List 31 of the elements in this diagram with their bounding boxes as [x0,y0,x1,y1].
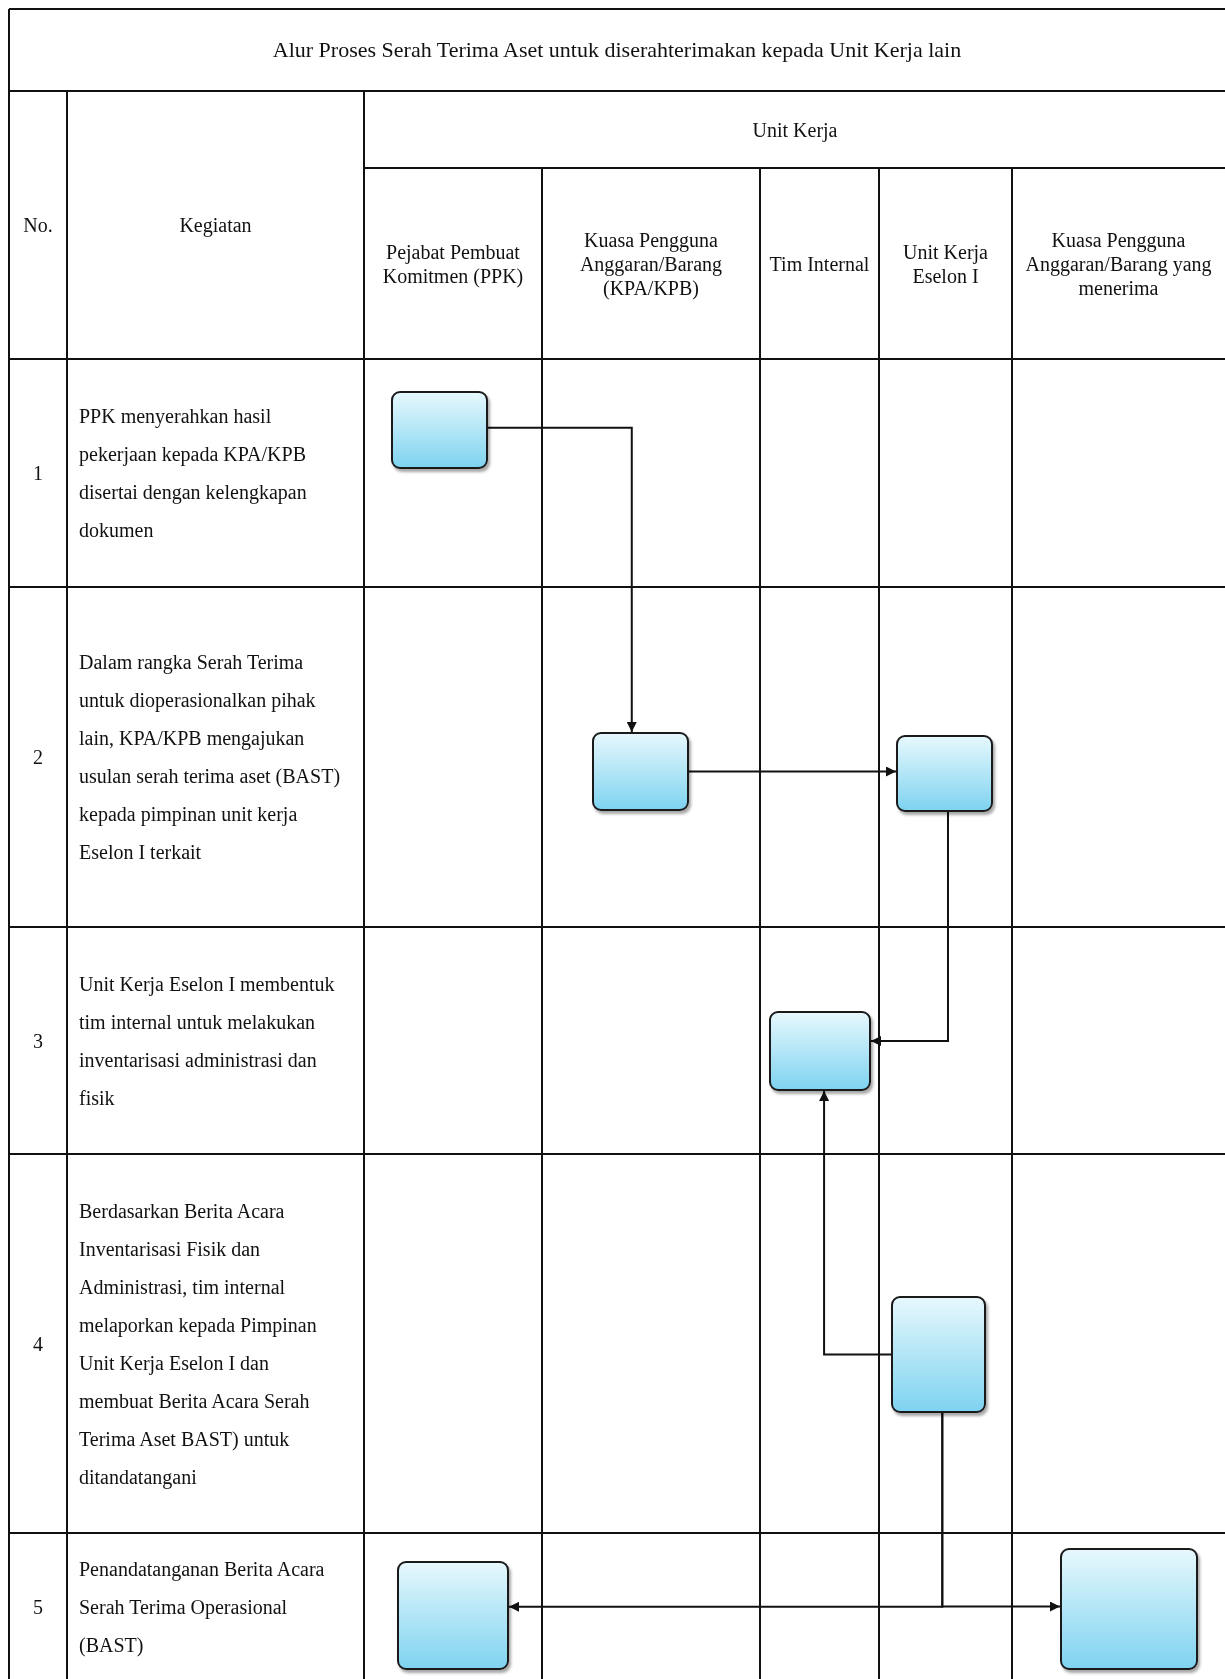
process-box [391,391,488,469]
activity-text: Penandatanganan Berita Acara Serah Terima Operasional (BAST) [79,1556,326,1659]
row-number: 4 [33,1331,43,1356]
row-number: 5 [33,1594,43,1619]
diagram-title: Alur Proses Serah Terima Aset untuk diserahterimakan kepada Unit Kerja lain [272,38,962,62]
arrow [819,1090,892,1356]
activity-text: Dalam rangka Serah Terima untuk dioperasionalkan pihak lain, KPA/KPB mengajukan usulan serah terima aset (BAST) kepada pimpinan unit kerja Eselon I terkait [79,650,342,865]
arrow [870,811,949,1046]
arrow [941,1412,1061,1612]
column-header: Kuasa Pengguna Anggaran/Barang yang menerima [1024,227,1213,300]
column-header: Pejabat Pembuat Komitmen (PPK) [381,239,525,288]
row-number: 1 [33,461,43,485]
process-box [891,1296,986,1413]
activity-text: PPK menyerahkan hasil pekerjaan kepada KPA/KPB disertai dengan kelengkapan dokumen [79,404,308,543]
column-header: Kegiatan [179,213,252,237]
column-header: Tim Internal [769,251,870,276]
column-header: Unit Kerja [752,117,838,142]
arrow [688,766,897,777]
activity-text: Unit Kerja Eselon I membentuk tim internal untuk melakukan inventarisasi administrasi dan fisik [79,971,336,1111]
row-number: 2 [33,745,43,769]
column-header: No. [23,213,53,237]
row-number: 3 [33,1028,43,1053]
process-box [397,1561,509,1670]
arrow [487,426,637,733]
column-header: Kuasa Pengguna Anggaran/Barang (KPA/KPB) [578,227,724,300]
column-header: Unit Kerja Eselon I [902,239,989,288]
process-box [592,732,689,811]
process-box [896,735,993,812]
activity-text: Berdasarkan Berita Acara Inventarisasi Fisik dan Administrasi, tim internal melaporkan kepada Pimpinan Unit Kerja Eselon I dan membuat Berita Acara Serah Terima Aset BAST) untuk ditandatangani [79,1198,318,1491]
process-box [769,1011,871,1091]
process-box [1060,1548,1198,1670]
